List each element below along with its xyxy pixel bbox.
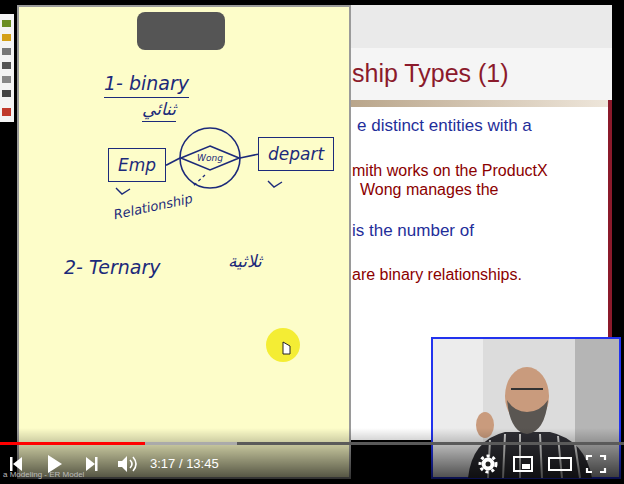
leader-line [192,175,205,187]
volume-icon [118,456,127,472]
cursor-highlight [266,328,300,362]
slide-edge-stripe [608,100,612,340]
arabic-note: ثلاثية [228,251,262,271]
tool-icon [2,34,11,41]
tool-icon [2,108,11,116]
slide-title-rule [350,100,612,107]
glasses [511,388,543,390]
relationship-diamond: Wong [180,145,240,171]
next-icon [86,457,95,471]
slide-text: are binary relationships. [352,265,522,284]
slide-text: is the number of [352,221,474,241]
progress-played [0,442,145,445]
hand-tick [116,188,130,194]
controls-shade [0,428,624,484]
settings-icon [482,458,495,471]
node-label: Emp [118,155,156,175]
entity-box: Emp [108,148,166,182]
slide-top-band [350,5,612,48]
video-footer-text: a Modeling - ER Model [3,470,84,480]
fullscreen-icon [587,456,605,472]
slide-text: Wong manages the [360,180,498,199]
tool-icon [2,62,11,69]
tool-icon [2,90,11,97]
tool-icon [2,20,11,27]
previous-icon [10,457,13,471]
next-icon [95,457,98,471]
hand-circle [180,128,240,188]
slide-text: mith works on the ProductX [352,161,548,180]
entity-box: depart [258,137,334,171]
hand-cursor [283,342,290,354]
relationship-line [166,158,180,165]
progress-track [0,442,624,445]
miniplayer-icon [514,457,532,471]
miniplayer-icon [522,464,530,469]
previous-icon [13,457,22,471]
tool-palette [0,14,14,122]
notepad-clip [137,12,225,50]
node-label: Wong [197,153,223,164]
settings-icon [480,456,496,472]
node-label: depart [268,144,324,164]
relationship-line [240,154,258,158]
video-time: 3:17 / 13:45 [150,456,219,472]
slide-title-band [350,48,612,100]
heading-note: 1- binary [104,72,189,98]
diamond-outline [181,146,239,170]
progress-buffer [0,442,237,445]
slide-text: e distinct entities with a [357,116,532,136]
tool-icon [2,76,11,83]
hand-tick [268,181,282,187]
settings-icon [486,462,491,467]
heading-note: 2- Ternary [64,256,160,279]
volume-waves [130,457,136,471]
notepad-sheet [18,6,350,478]
arabic-note: ثنائي [142,99,176,122]
slide-title: ship Types (1) [352,58,509,88]
tool-icon [2,48,11,55]
theater-icon [549,458,571,470]
